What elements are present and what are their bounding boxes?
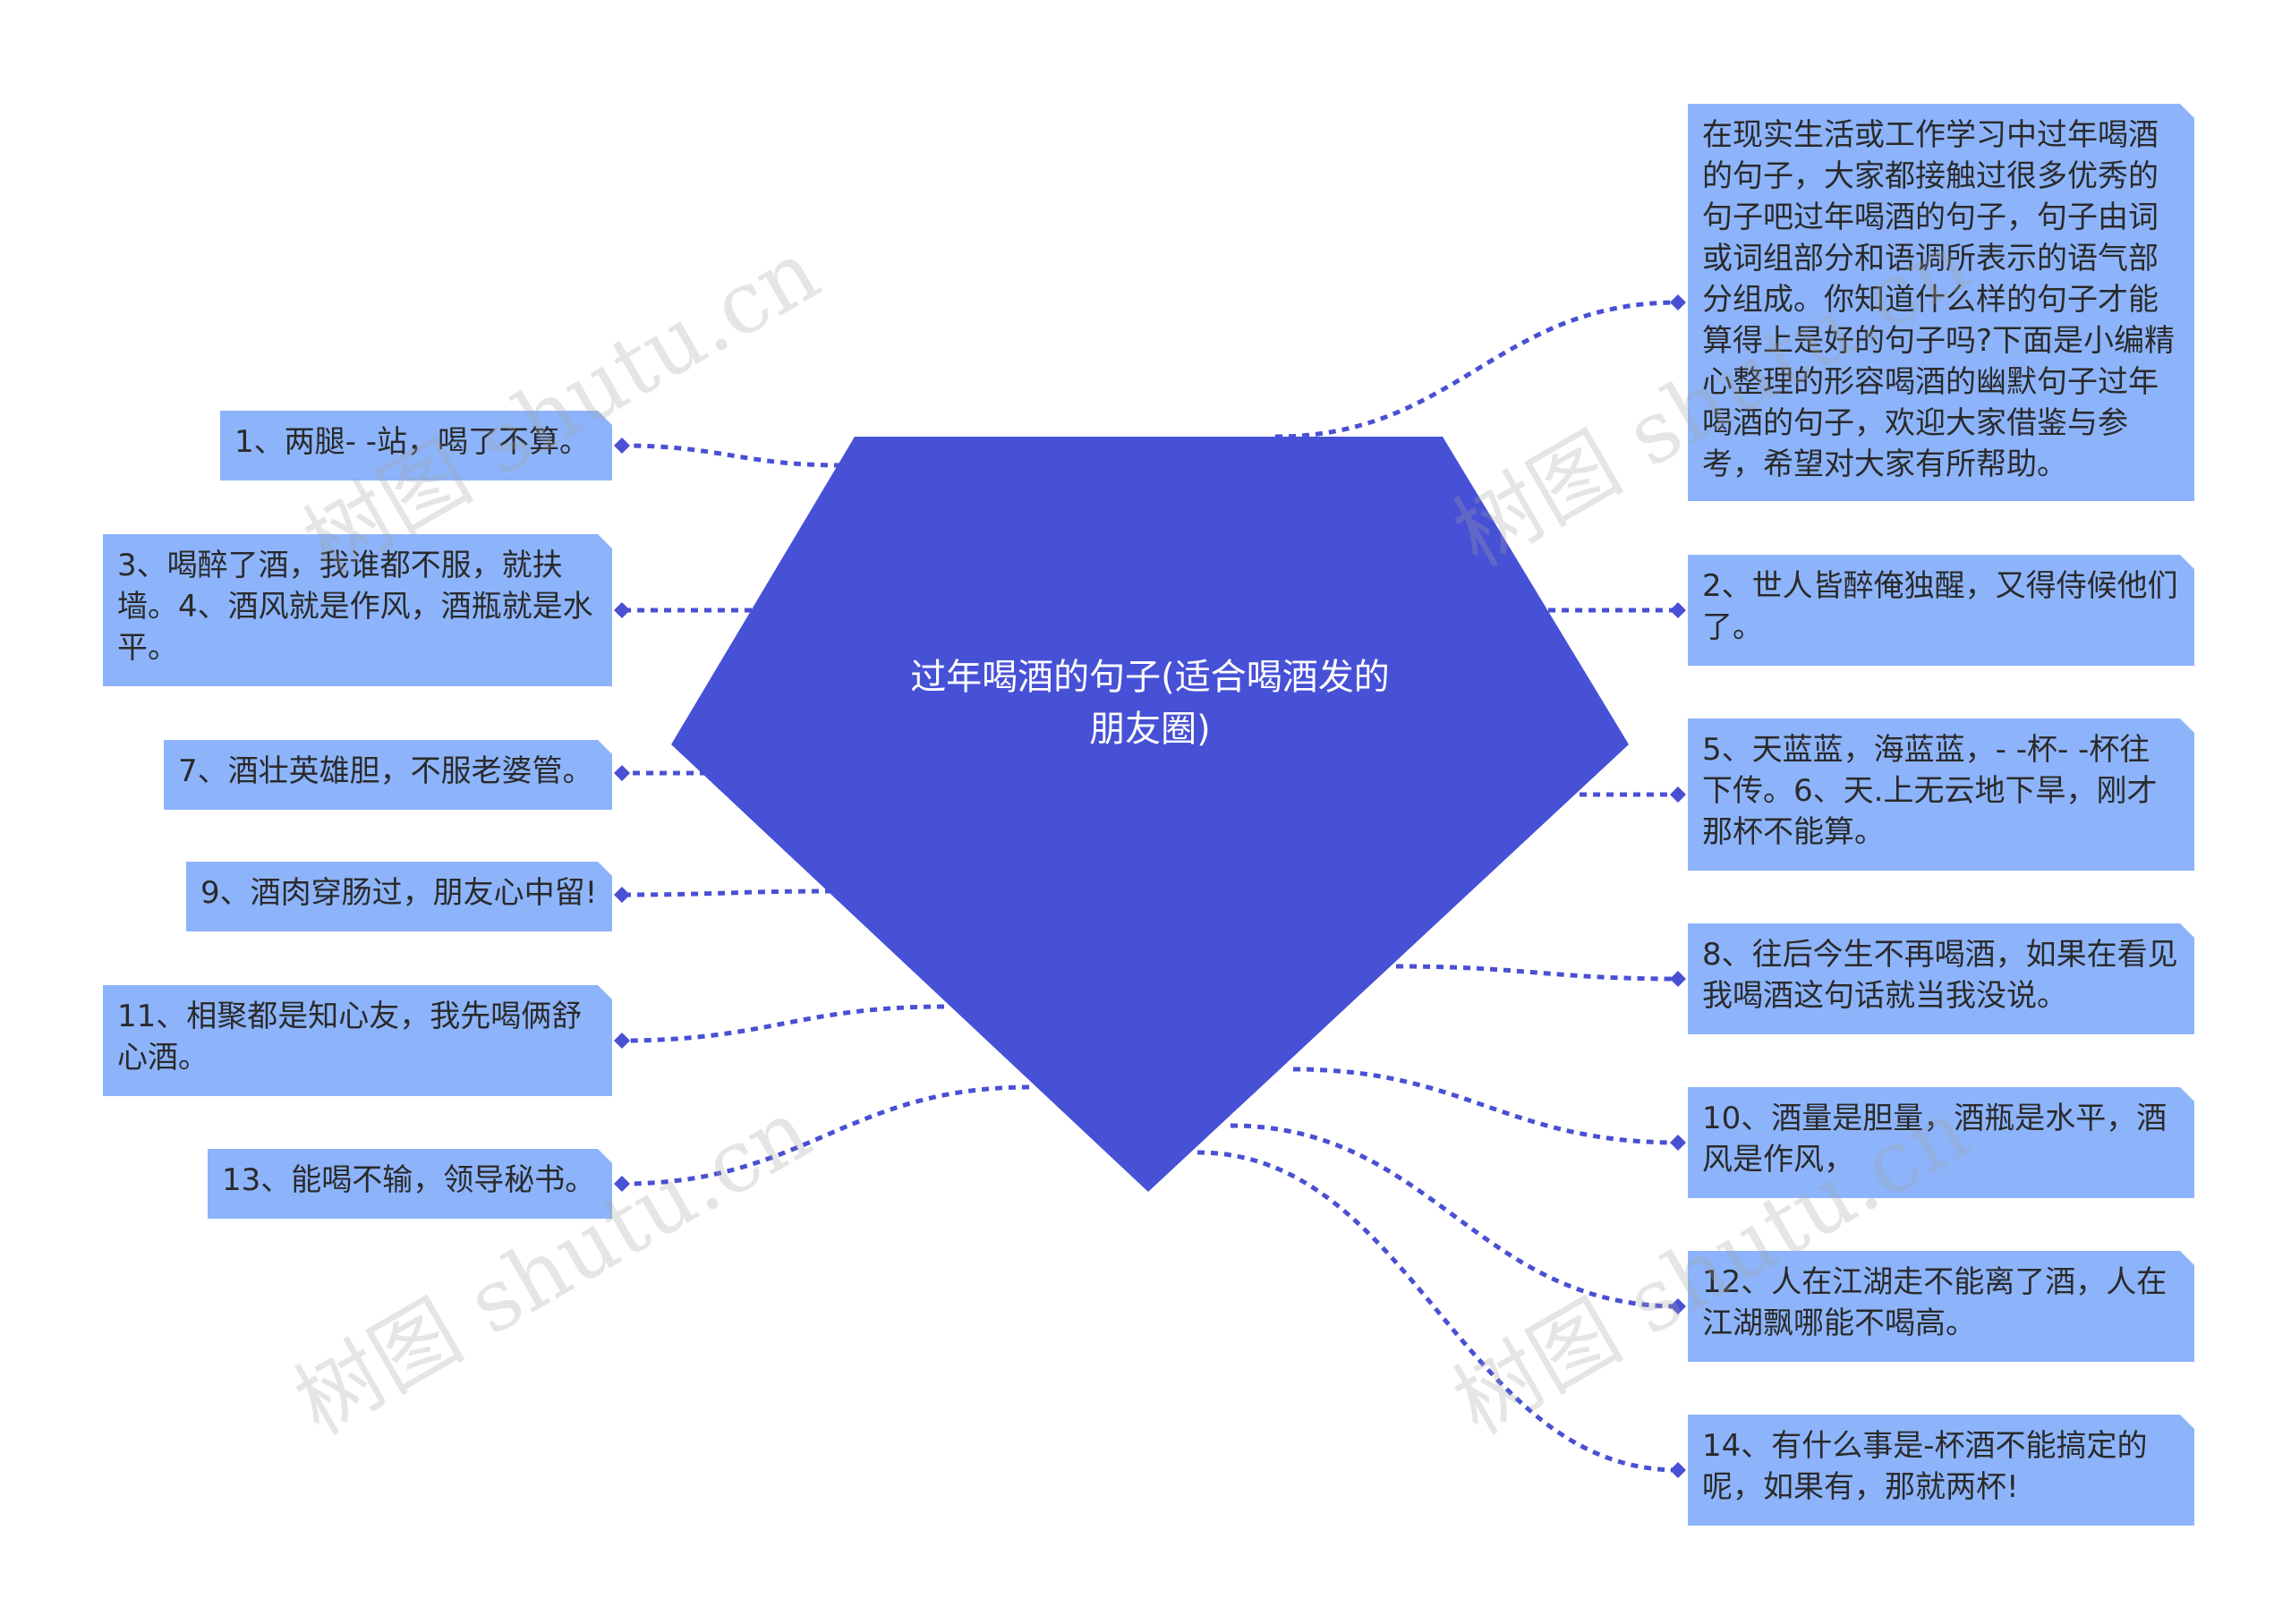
connector-diamond-icon — [614, 1176, 630, 1192]
connector-diamond-icon — [1670, 971, 1686, 987]
connector-diamond-icon — [614, 602, 630, 618]
connector-diamond-icon — [614, 887, 630, 903]
connector-diamond-icon — [614, 1033, 630, 1049]
left-node-4[interactable]: 9、酒肉穿肠过，朋友心中留! — [186, 862, 612, 931]
left-node-5[interactable]: 11、相聚都是知心友，我先喝俩舒心酒。 — [103, 985, 612, 1096]
connector-diamond-icon — [1670, 1298, 1686, 1314]
connector-line — [1395, 964, 1679, 982]
right-node-4[interactable]: 8、往后今生不再喝酒，如果在看见我喝酒这句话就当我没说。 — [1688, 923, 2194, 1034]
right-node-7[interactable]: 14、有什么事是-杯酒不能搞定的呢，如果有，那就两杯! — [1688, 1415, 2194, 1526]
connector-line — [1197, 1150, 1679, 1473]
connector-line — [621, 443, 842, 468]
right-node-3[interactable]: 5、天蓝蓝，海蓝蓝，- -杯- -杯往下传。6、天.上无云地下旱，刚才那杯不能算… — [1688, 718, 2194, 871]
center-node-title: 过年喝酒的句子(适合喝酒发的朋友圈) — [910, 657, 1390, 750]
right-node-2[interactable]: 2、世人皆醉俺独醒，又得侍候他们了。 — [1688, 555, 2194, 666]
left-node-1[interactable]: 1、两腿- -站，喝了不算。 — [220, 411, 612, 480]
right-node-1[interactable]: 在现实生活或工作学习中过年喝酒的句子，大家都接触过很多优秀的句子吧过年喝酒的句子… — [1688, 104, 2194, 501]
right-node-6[interactable]: 12、人在江湖走不能离了酒，人在江湖飘哪能不喝高。 — [1688, 1251, 2194, 1362]
connector-diamond-icon — [1670, 294, 1686, 310]
connector-line — [621, 1084, 1030, 1186]
connector-diamond-icon — [1670, 1135, 1686, 1151]
connector-line — [621, 889, 833, 897]
connector-diamond-icon — [614, 765, 630, 781]
connector-diamond-icon — [1670, 602, 1686, 618]
connector-diamond-icon — [614, 438, 630, 454]
left-node-6[interactable]: 13、能喝不输，领导秘书。 — [208, 1149, 612, 1219]
right-node-5[interactable]: 10、酒量是胆量，酒瓶是水平，酒风是作风， — [1688, 1087, 2194, 1198]
connector-line — [621, 1004, 945, 1043]
connector-diamond-icon — [1670, 786, 1686, 803]
connector-diamond-icon — [1670, 1462, 1686, 1478]
connector-line — [1274, 300, 1679, 439]
left-node-2[interactable]: 3、喝醉了酒，我谁都不服，就扶墙。4、酒风就是作风，酒瓶就是水平。 — [103, 534, 612, 686]
left-node-3[interactable]: 7、酒壮英雄胆，不服老婆管。 — [164, 740, 612, 810]
connector-line — [1230, 1123, 1679, 1309]
